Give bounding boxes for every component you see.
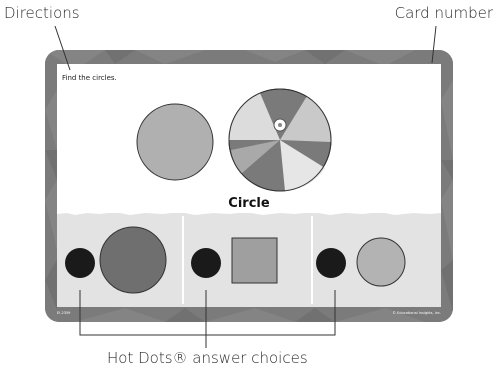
card-title: Circle	[228, 196, 270, 211]
answer-divider	[182, 216, 184, 304]
answer-circle-picture	[99, 226, 167, 294]
hot-dots-callout-label: Hot Dots® answer choices	[107, 349, 308, 367]
flat-circle-picture	[136, 103, 214, 181]
card-artwork	[56, 88, 442, 304]
beach-ball-picture	[228, 88, 332, 192]
answer-circle-picture	[356, 237, 406, 287]
card-number-callout-label: Card number	[394, 4, 493, 22]
answer-choices	[65, 226, 406, 294]
answer-choice-3[interactable]	[316, 237, 406, 287]
card-footer-copyright: © Educational Insights, Inc.	[392, 311, 441, 315]
card-footer-code: EI-2359	[57, 311, 71, 315]
answer-divider	[311, 216, 313, 304]
torn-edge	[56, 209, 442, 216]
card-directions-text: Find the circles.	[62, 74, 117, 82]
answer-choice-1[interactable]	[65, 226, 167, 294]
hot-dot	[191, 248, 221, 278]
answer-choice-2[interactable]	[191, 237, 278, 284]
directions-callout-label: Directions	[4, 4, 80, 22]
hot-dot	[65, 248, 95, 278]
learning-card: Find the circles. 1 Circle EI-2359 © Edu…	[45, 50, 453, 322]
hot-dot	[316, 248, 346, 278]
card-number-text: 1	[433, 69, 436, 74]
answer-square-picture	[231, 237, 278, 284]
